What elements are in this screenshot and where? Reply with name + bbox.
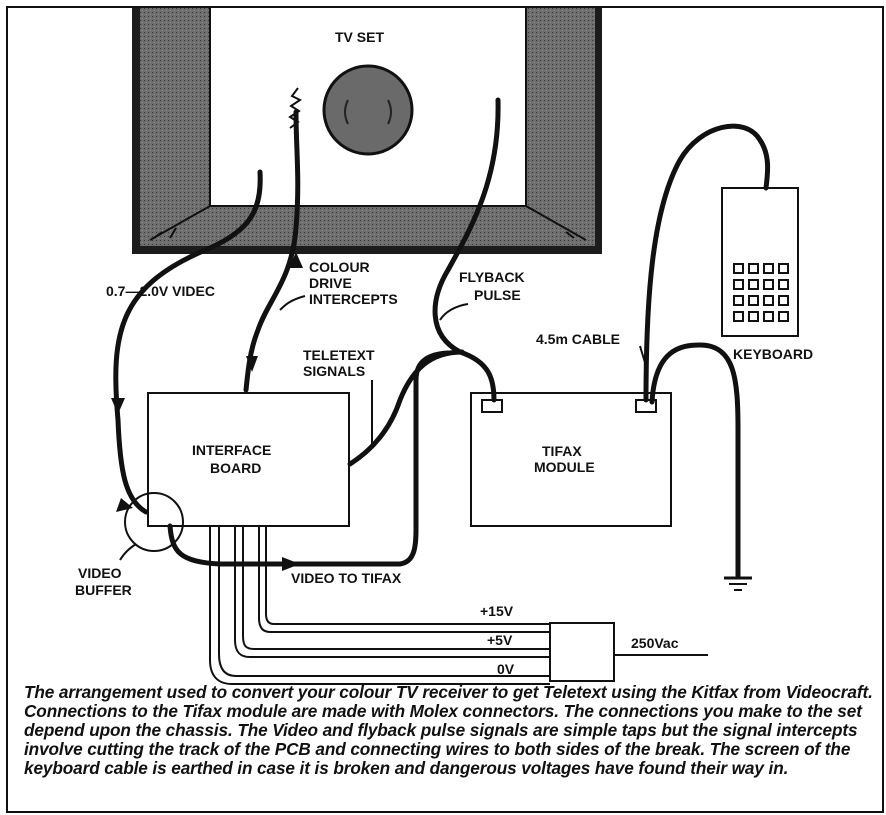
- flyback-connector: [481, 399, 503, 413]
- video-to-tifax-label: VIDEO TO TIFAX: [291, 570, 402, 586]
- teletext-wire: [347, 349, 465, 467]
- 15v-label: +15V: [480, 603, 514, 619]
- keyboard-key: [733, 279, 744, 290]
- keyboard-key: [733, 311, 744, 322]
- 15v-wire-inner: [265, 526, 550, 625]
- figure-frame: [6, 6, 884, 813]
- keyboard-keys: [733, 263, 789, 322]
- video-wire: [113, 169, 263, 515]
- keyboard-key: [748, 295, 759, 306]
- figure-caption: The arrangement used to convert your col…: [24, 682, 873, 778]
- interface-board: INTERFACE BOARD: [147, 392, 350, 527]
- cable-screen-wire: [649, 342, 741, 579]
- keyboard-key: [733, 295, 744, 306]
- cable-label: 4.5m CABLE: [536, 331, 620, 347]
- crt-neck: [322, 64, 414, 156]
- interface-board-label-line1: INTERFACE: [192, 442, 271, 458]
- flyback-label-line1: FLYBACK: [459, 269, 525, 285]
- colour-label-line1: COLOUR: [309, 259, 370, 275]
- keyboard-key: [763, 295, 774, 306]
- interface-board-box: [147, 392, 350, 527]
- flyback-wire: [432, 97, 501, 403]
- tv-set-label: TV SET: [335, 29, 384, 45]
- 0v-wire-inner: [218, 526, 550, 677]
- keyboard-key: [733, 263, 744, 274]
- power-supply: 250Vac: [549, 622, 708, 682]
- power-supply-box: [549, 622, 615, 682]
- keyboard-key: [763, 263, 774, 274]
- 5v-label: +5V: [487, 632, 513, 648]
- wires: [111, 87, 771, 685]
- tifax-module-label-line1: TIFAX: [542, 443, 582, 459]
- keyboard-key: [778, 263, 789, 274]
- buffer-leader: [119, 543, 137, 561]
- keyboard-key: [748, 279, 759, 290]
- tifax-module-box: [470, 392, 672, 527]
- teletext-label-line1: TELETEXT: [303, 347, 375, 363]
- keyboard-key: [763, 311, 774, 322]
- tifax-module: TIFAX MODULE: [470, 392, 672, 527]
- 5v-wire-inner: [242, 526, 550, 650]
- interface-board-label-line2: BOARD: [210, 460, 261, 476]
- 5v-wire-outer: [234, 526, 550, 658]
- keyboard-key: [778, 279, 789, 290]
- buffer-label-line2: BUFFER: [75, 582, 132, 598]
- tifax-module-label-line2: MODULE: [534, 459, 595, 475]
- mains-label: 250Vac: [631, 635, 679, 651]
- video-label: 0.7—2.0V VIDEC: [106, 283, 215, 299]
- earth-symbol: [724, 576, 752, 591]
- 0v-label: 0V: [497, 661, 515, 677]
- flyback-label-line2: PULSE: [474, 287, 521, 303]
- keyboard-cable: [643, 123, 771, 403]
- video-buffer-circle: [124, 492, 184, 552]
- keyboard-key: [778, 295, 789, 306]
- keyboard-label: KEYBOARD: [733, 346, 813, 362]
- keyboard: KEYBOARD: [721, 187, 813, 362]
- cable-leader: [639, 345, 647, 367]
- video-to-tifax-wire: [167, 350, 451, 567]
- keyboard-key: [763, 279, 774, 290]
- 0v-wire-outer: [209, 526, 550, 685]
- colour-label-line2: DRIVE: [309, 275, 352, 291]
- 15v-wire-outer: [258, 526, 550, 633]
- tv-set: TV SET: [132, 8, 602, 254]
- teletext-label-line2: SIGNALS: [303, 363, 365, 379]
- keyboard-key: [748, 263, 759, 274]
- colour-drive-wire: [243, 109, 301, 393]
- colour-leader: [279, 295, 306, 311]
- flyback-leader: [439, 303, 469, 321]
- buffer-label-line1: VIDEO: [78, 565, 122, 581]
- keyboard-key: [748, 311, 759, 322]
- colour-label-line3: INTERCEPTS: [309, 291, 398, 307]
- keyboard-key: [778, 311, 789, 322]
